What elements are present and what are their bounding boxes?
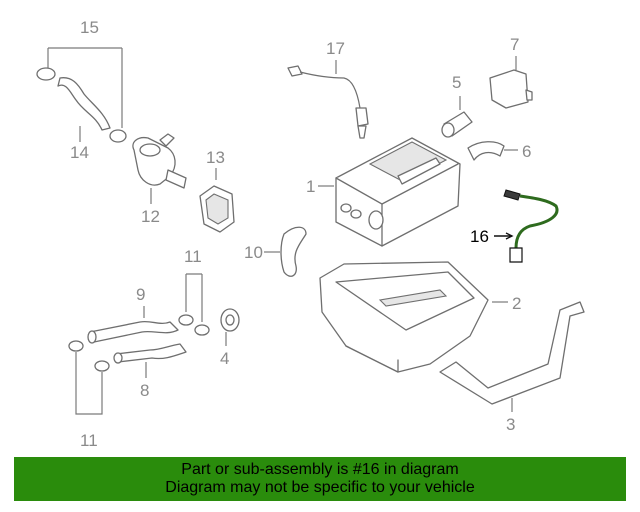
part-hose-10: 10 (244, 226, 307, 277)
callout-4: 4 (220, 349, 229, 368)
part-tube-8: 8 (113, 343, 187, 400)
part-cover-7: 7 (489, 35, 533, 109)
hose-clamp-15b (109, 129, 127, 143)
part-bracket-13: 13 (199, 148, 235, 233)
callout-14: 14 (70, 143, 89, 162)
part-grommet-4: 4 (220, 308, 240, 368)
callout-11-lower-leader (75, 352, 103, 415)
callout-11-lower: 11 (80, 431, 98, 450)
clamps-11-lower: 11 (68, 340, 110, 450)
exploded-parts-diagram: 15 14 12 13 17 1 (36, 18, 585, 450)
callout-15-leader (47, 47, 123, 128)
callout-2: 2 (512, 294, 521, 313)
callout-9: 9 (136, 285, 145, 304)
hose-clamp-11a (178, 314, 194, 326)
part-bracket-6: 6 (467, 141, 531, 161)
callout-10: 10 (244, 243, 263, 262)
part-hose-14: 14 (36, 67, 127, 162)
part-purge-valve-12: 12 (132, 133, 187, 226)
hose-clamp-11d (94, 360, 110, 372)
callout-5: 5 (452, 73, 461, 92)
part-sensor-harness-16: 16 (470, 189, 559, 263)
part-valve-5: 5 (441, 73, 473, 138)
part-tube-9: 9 (87, 285, 179, 344)
part-canister-1: 1 (306, 137, 461, 247)
callout-6: 6 (522, 142, 531, 161)
callout-13: 13 (206, 148, 225, 167)
hose-clamp-15a (36, 67, 56, 81)
callout-15: 15 (80, 18, 99, 37)
callout-15-group: 15 (47, 18, 123, 128)
banner-line-2: Diagram may not be specific to your vehi… (165, 479, 475, 496)
callout-11-upper: 11 (184, 247, 202, 266)
callout-16: 16 (470, 227, 489, 246)
callout-11-upper-leader (185, 273, 203, 322)
callout-7: 7 (510, 35, 519, 54)
part-oxygen-sensor-17: 17 (287, 39, 369, 139)
hose-clamp-11c (68, 340, 84, 352)
part-strap-3: 3 (439, 301, 585, 434)
callout-3: 3 (506, 415, 515, 434)
info-banner: Part or sub-assembly is #16 in diagram D… (14, 457, 626, 501)
clamps-11-upper: 11 (178, 247, 210, 336)
callout-17: 17 (326, 39, 345, 58)
callout-8: 8 (140, 381, 149, 400)
callout-12: 12 (141, 207, 160, 226)
part-tray-2: 2 (319, 261, 521, 373)
hose-clamp-11b (194, 324, 210, 336)
callout-1: 1 (306, 177, 315, 196)
banner-line-1: Part or sub-assembly is #16 in diagram (181, 461, 459, 478)
